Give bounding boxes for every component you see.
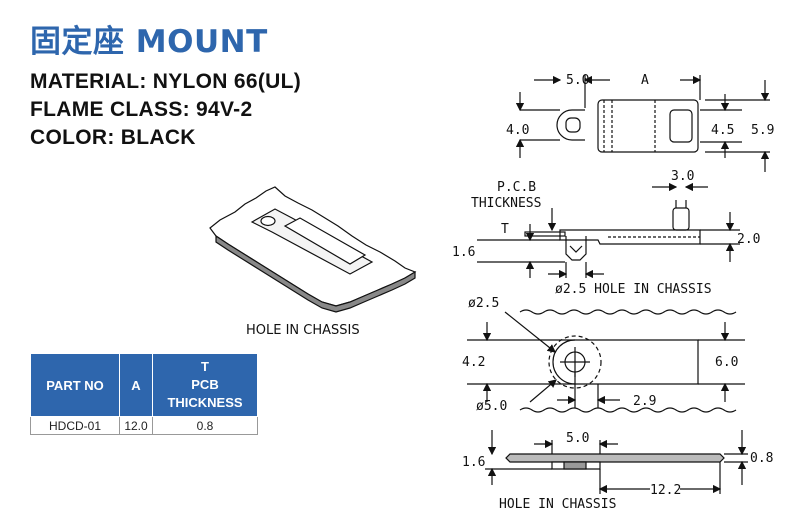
dim-height-right: 5.9: [751, 123, 774, 138]
dim-bottom-width: 5.0: [566, 431, 589, 446]
flame-class-spec: FLAME CLASS: 94V-2: [30, 98, 253, 121]
plan-view: [467, 309, 745, 413]
header-thickness-label: THICKNESS: [167, 395, 243, 410]
dim-top-width-right: A: [641, 73, 649, 88]
dim-side-left: 1.6: [452, 245, 475, 260]
top-view-boss: [556, 109, 585, 141]
color-spec: COLOR: BLACK: [30, 126, 196, 149]
pcb-label-1: P.C.B: [497, 180, 536, 195]
dim-post-width: 3.0: [671, 169, 694, 184]
t-label: T: [501, 222, 509, 237]
dim-plan-height-left: 4.2: [462, 355, 485, 370]
parts-table-header: PART NO A T PCB THICKNESS: [30, 353, 258, 417]
top-view-slot: [669, 109, 693, 143]
dim-bottom-left: 1.6: [462, 455, 485, 470]
header-a: A: [119, 353, 153, 417]
bottom-section-view: [485, 430, 748, 494]
bottom-caption: HOLE IN CHASSIS: [499, 497, 616, 512]
chassis-plate-edge: [215, 234, 416, 313]
dim-side-right: 2.0: [737, 232, 760, 247]
header-t: T: [201, 359, 209, 374]
dim-hole-dia: ø2.5: [468, 296, 499, 311]
iso-caption: HOLE IN CHASSIS: [246, 323, 360, 338]
side-pcb-layer: [524, 231, 566, 237]
top-view-boss-hole: [565, 117, 581, 133]
side-post: [672, 207, 690, 231]
header-part-no: PART NO: [30, 353, 120, 417]
pcb-label-2: THICKNESS: [471, 196, 541, 211]
material-spec: MATERIAL: NYLON 66(UL): [30, 70, 302, 93]
dim-top-width-left: 5.0: [566, 73, 589, 88]
plan-boss-dashed: [548, 335, 602, 389]
table-row: HDCD-01 12.0 0.8: [30, 416, 258, 435]
dim-height-left: 4.0: [506, 123, 529, 138]
plan-chassis-top-edge: [519, 309, 737, 315]
mount-slot: [283, 217, 367, 265]
dim-plan-height-right: 6.0: [715, 355, 738, 370]
cell-thickness: 0.8: [152, 416, 258, 435]
bottom-chassis: [505, 453, 725, 463]
dim-boss-dia: ø5.0: [476, 399, 507, 414]
hole-note: ø2.5 HOLE IN CHASSIS: [555, 282, 712, 297]
top-view-body: [597, 99, 699, 153]
page-title: 固定座 MOUNT: [30, 24, 268, 60]
cell-part-no: HDCD-01: [30, 416, 120, 435]
dim-height-mid: 4.5: [711, 123, 734, 138]
plan-chassis-bottom-edge: [519, 407, 737, 413]
cell-a: 12.0: [119, 416, 153, 435]
header-pcb: PCB: [191, 377, 219, 392]
header-thickness: T PCB THICKNESS: [152, 353, 258, 417]
side-view: [477, 182, 740, 279]
isometric-view: [209, 186, 417, 313]
dim-bottom-right: 0.8: [750, 451, 773, 466]
top-view: [515, 75, 770, 172]
dim-bottom-length: 12.2: [650, 483, 681, 498]
side-clip: [565, 236, 587, 261]
dim-plan-offset: 2.9: [633, 394, 656, 409]
mount-hole-icon: [260, 215, 276, 227]
parts-table: PART NO A T PCB THICKNESS HDCD-01 12.0 0…: [30, 353, 258, 435]
